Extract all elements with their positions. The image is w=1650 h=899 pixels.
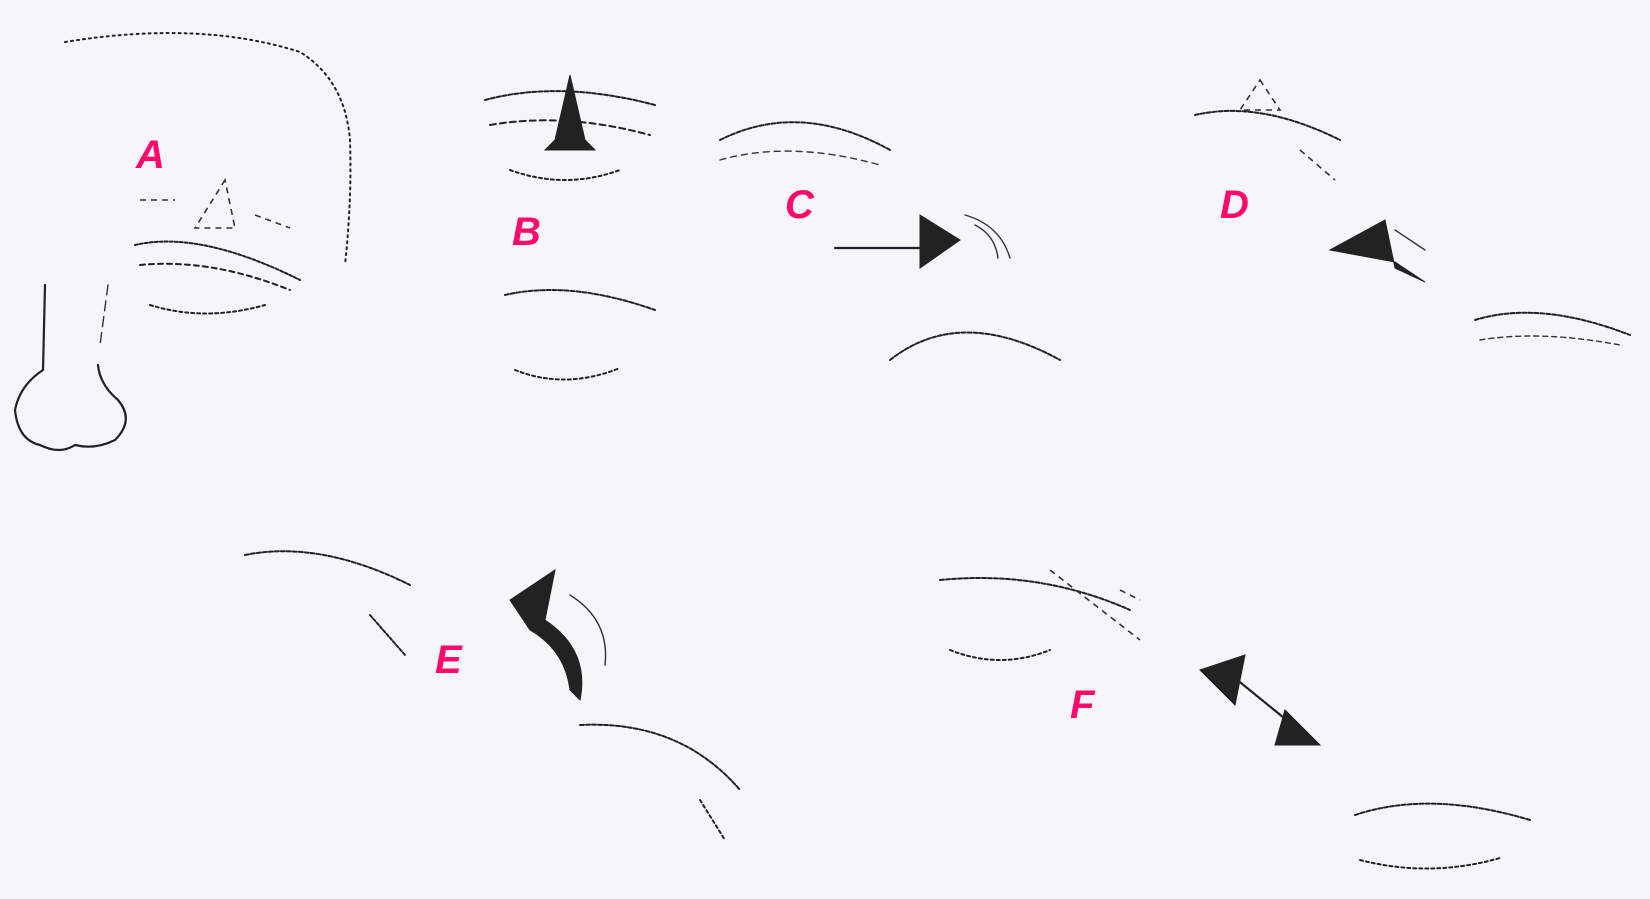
- panel-b-eyebrow-lower: [505, 290, 655, 310]
- panel-b-drawing: [485, 75, 655, 380]
- nose-bridge-line: [100, 285, 108, 345]
- nose-outline: [15, 285, 126, 450]
- panel-b-eye-lower: [515, 368, 620, 380]
- panel-f-eye-bottom: [1360, 858, 1500, 869]
- panel-d-eyebrow-bottom-2: [1480, 336, 1620, 345]
- panel-e-drawing: [245, 551, 740, 840]
- panel-f-eyebrow-top: [940, 578, 1130, 610]
- label-e: E: [435, 640, 462, 680]
- forehead-contour: [65, 33, 350, 265]
- panel-f-drawing: [940, 570, 1530, 869]
- panel-d-eyebrow-top: [1195, 111, 1340, 140]
- panel-a-guide-triangle: [195, 180, 235, 228]
- curved-arrow-icon: [510, 570, 606, 700]
- panel-d-eyebrow-bottom: [1475, 313, 1630, 335]
- panel-e-eyebrow-top: [245, 551, 410, 585]
- arrow-down-right-icon: [1200, 655, 1320, 745]
- arrow-down-icon: [1330, 220, 1425, 282]
- panel-a-eye: [150, 305, 265, 314]
- panel-b-eye-upper: [510, 170, 620, 180]
- panel-c-eyebrow-top: [720, 122, 890, 150]
- label-a: A: [136, 135, 165, 175]
- panel-a-guide-line: [140, 200, 290, 228]
- label-b: B: [512, 212, 541, 252]
- arrow-right-icon: [835, 215, 1010, 268]
- panel-e-eyebrow-bottom-2: [700, 800, 725, 840]
- panel-f-guide: [1050, 570, 1140, 640]
- label-c: C: [785, 185, 814, 225]
- panel-e-eyebrow-tail: [370, 615, 405, 655]
- panel-c-eyebrow-top-2: [720, 151, 880, 165]
- panel-c-eyebrow-bottom: [890, 333, 1060, 361]
- arrow-up-icon: [545, 75, 595, 150]
- panel-d-drawing: [1195, 80, 1630, 345]
- label-d: D: [1220, 185, 1249, 225]
- panel-c-drawing: [720, 122, 1060, 360]
- panel-f-eyebrow-bottom: [1355, 804, 1530, 820]
- panel-f-eye: [950, 650, 1050, 660]
- panel-a-eyebrow-lower: [140, 264, 290, 290]
- panel-e-eyebrow-bottom: [580, 725, 740, 790]
- panel-a-drawing: [15, 33, 350, 450]
- panel-a-eyebrow: [135, 242, 300, 280]
- label-f: F: [1070, 685, 1094, 725]
